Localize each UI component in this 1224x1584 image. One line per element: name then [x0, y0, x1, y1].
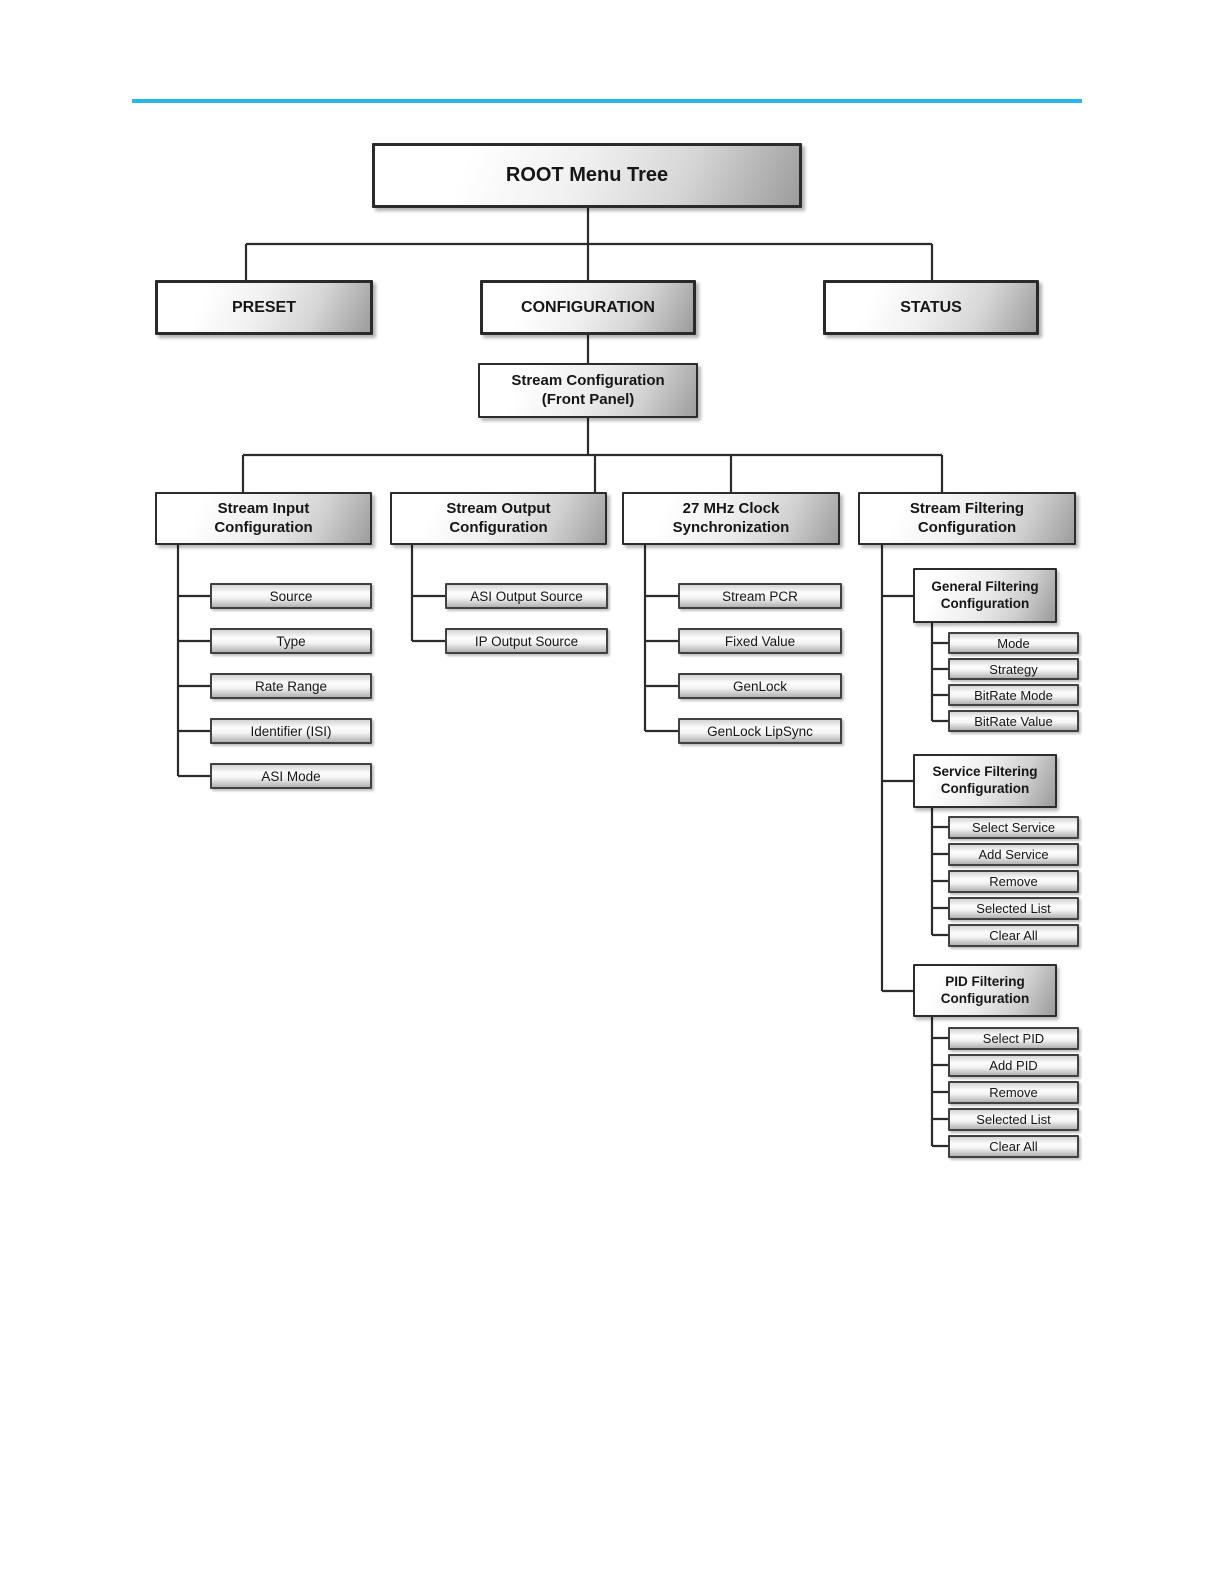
node-pid-filtering-configuration: PID Filtering Configuration — [913, 964, 1057, 1017]
connector-service-filtering-children — [930, 808, 948, 937]
node-stream-input-line1: Stream Input — [217, 500, 310, 518]
node-type: Type — [210, 628, 372, 654]
node-27mhz-line2: Synchronization — [672, 518, 790, 536]
connector-streamconfig-to-level3 — [241, 418, 944, 492]
node-service-clear-all-label: Clear All — [989, 928, 1038, 943]
node-strategy-label: Strategy — [989, 661, 1038, 677]
node-service-selected-list: Selected List — [948, 897, 1079, 920]
node-identifier-isi: Identifier (ISI) — [210, 718, 372, 744]
node-stream-output-line1: Stream Output — [446, 500, 551, 518]
node-stream-input-line2: Configuration — [214, 518, 313, 536]
node-preset: PRESET — [155, 280, 373, 335]
node-bitrate-mode: BitRate Mode — [948, 684, 1079, 706]
node-service-filtering-line1: Service Filtering — [932, 764, 1038, 780]
node-genlock: GenLock — [678, 673, 842, 699]
node-genlock-lipsync-label: GenLock LipSync — [707, 723, 813, 739]
node-root-menu-tree-label: ROOT Menu Tree — [505, 164, 669, 186]
node-add-service-label: Add Service — [978, 847, 1049, 862]
node-pid-clear-all: Clear All — [948, 1135, 1079, 1158]
section-divider-rule — [132, 99, 1082, 103]
node-mode: Mode — [948, 632, 1079, 654]
connector-general-filtering-children — [930, 623, 948, 723]
node-ip-output-source-label: IP Output Source — [474, 633, 579, 649]
node-root-menu-tree: ROOT Menu Tree — [372, 143, 802, 208]
node-bitrate-value: BitRate Value — [948, 710, 1079, 732]
node-pid-filtering-line2: Configuration — [940, 990, 1030, 1006]
node-general-filtering-line2: Configuration — [940, 595, 1030, 611]
connector-stream-input-children — [176, 545, 210, 778]
node-configuration-label: CONFIGURATION — [521, 298, 655, 316]
node-stream-filtering-configuration: Stream Filtering Configuration — [858, 492, 1076, 545]
node-service-selected-list-label: Selected List — [976, 901, 1051, 916]
node-service-clear-all: Clear All — [948, 924, 1079, 947]
node-select-pid-label: Select PID — [982, 1031, 1045, 1046]
connector-root-to-level1 — [244, 208, 934, 280]
node-stream-configuration-line2: (Front Panel) — [541, 390, 635, 408]
node-asi-output-source-label: ASI Output Source — [470, 588, 583, 604]
connector-pid-filtering-children — [930, 1017, 948, 1148]
node-mode-label: Mode — [997, 635, 1030, 651]
node-stream-filtering-line1: Stream Filtering — [909, 500, 1025, 518]
node-genlock-label: GenLock — [732, 678, 788, 694]
node-stream-configuration: Stream Configuration (Front Panel) — [478, 363, 698, 418]
node-pid-remove-label: Remove — [989, 1085, 1038, 1100]
node-stream-output-configuration: Stream Output Configuration — [390, 492, 607, 545]
node-27mhz-line1: 27 MHz Clock — [682, 500, 780, 518]
node-fixed-value: Fixed Value — [678, 628, 842, 654]
node-source-label: Source — [269, 588, 313, 604]
node-add-service: Add Service — [948, 843, 1079, 866]
connector-clock-sync-children — [643, 545, 678, 733]
node-select-service: Select Service — [948, 816, 1079, 839]
node-service-remove: Remove — [948, 870, 1079, 893]
node-genlock-lipsync: GenLock LipSync — [678, 718, 842, 744]
node-strategy: Strategy — [948, 658, 1079, 680]
node-pid-remove: Remove — [948, 1081, 1079, 1104]
node-bitrate-mode-label: BitRate Mode — [974, 687, 1053, 703]
node-stream-configuration-line1: Stream Configuration — [511, 372, 665, 390]
node-status: STATUS — [823, 280, 1039, 335]
node-27mhz-clock-synchronization: 27 MHz Clock Synchronization — [622, 492, 840, 545]
node-stream-output-line2: Configuration — [449, 518, 548, 536]
node-ip-output-source: IP Output Source — [445, 628, 608, 654]
node-stream-pcr-label: Stream PCR — [722, 588, 798, 604]
node-select-pid: Select PID — [948, 1027, 1079, 1050]
node-pid-selected-list-label: Selected List — [976, 1112, 1051, 1127]
node-rate-range-label: Rate Range — [254, 678, 328, 694]
node-asi-mode-label: ASI Mode — [261, 768, 321, 784]
connector-stream-output-children — [410, 545, 445, 643]
node-asi-mode: ASI Mode — [210, 763, 372, 789]
node-select-service-label: Select Service — [971, 820, 1056, 835]
node-status-label: STATUS — [900, 298, 962, 316]
node-service-remove-label: Remove — [989, 874, 1038, 889]
node-add-pid: Add PID — [948, 1054, 1079, 1077]
node-type-label: Type — [276, 633, 306, 649]
node-pid-clear-all-label: Clear All — [989, 1139, 1038, 1154]
node-identifier-isi-label: Identifier (ISI) — [250, 723, 332, 739]
node-general-filtering-configuration: General Filtering Configuration — [913, 568, 1057, 623]
node-bitrate-value-label: BitRate Value — [974, 713, 1053, 729]
node-add-pid-label: Add PID — [989, 1058, 1038, 1073]
node-asi-output-source: ASI Output Source — [445, 583, 608, 609]
node-stream-pcr: Stream PCR — [678, 583, 842, 609]
node-stream-input-configuration: Stream Input Configuration — [155, 492, 372, 545]
node-preset-label: PRESET — [231, 298, 296, 316]
node-fixed-value-label: Fixed Value — [724, 633, 796, 649]
node-pid-selected-list: Selected List — [948, 1108, 1079, 1131]
connector-stream-filtering-children — [880, 545, 913, 993]
node-stream-filtering-line2: Configuration — [917, 518, 1017, 536]
node-general-filtering-line1: General Filtering — [931, 578, 1039, 594]
node-pid-filtering-line1: PID Filtering — [945, 973, 1025, 989]
node-source: Source — [210, 583, 372, 609]
node-service-filtering-line2: Configuration — [940, 781, 1030, 796]
node-service-filtering-configuration: Service Filtering Configuration — [913, 754, 1057, 808]
node-configuration: CONFIGURATION — [480, 280, 696, 335]
node-rate-range: Rate Range — [210, 673, 372, 699]
